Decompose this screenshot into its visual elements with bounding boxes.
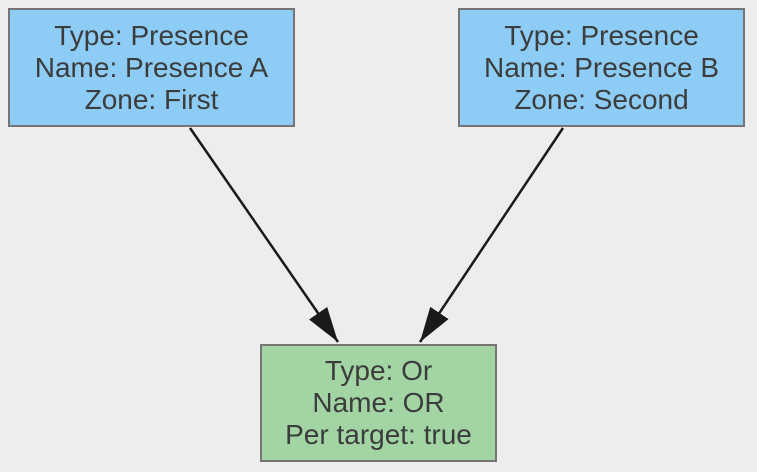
node-type-label: Type: Presence xyxy=(504,19,699,51)
node-per-target-label: Per target: true xyxy=(285,419,472,450)
edge-presence-a-to-or[interactable] xyxy=(188,127,340,343)
node-name-label: Name: Presence A xyxy=(34,51,269,83)
edge-presence-b-to-or[interactable] xyxy=(418,127,565,343)
node-type-label: Type: Presence xyxy=(54,19,249,51)
node-zone-label: Zone: Second xyxy=(514,83,689,115)
node-name-label: Name: Presence B xyxy=(484,51,719,83)
node-or[interactable]: Type: Or Name: OR Per target: true xyxy=(260,344,497,462)
node-zone-label: Zone: First xyxy=(84,83,219,115)
node-name-label: Name: OR xyxy=(312,387,445,418)
node-type-label: Type: Or xyxy=(324,355,433,386)
node-presence-a[interactable]: Type: Presence Name: Presence A Zone: Fi… xyxy=(8,8,295,127)
node-presence-b[interactable]: Type: Presence Name: Presence B Zone: Se… xyxy=(458,8,745,127)
